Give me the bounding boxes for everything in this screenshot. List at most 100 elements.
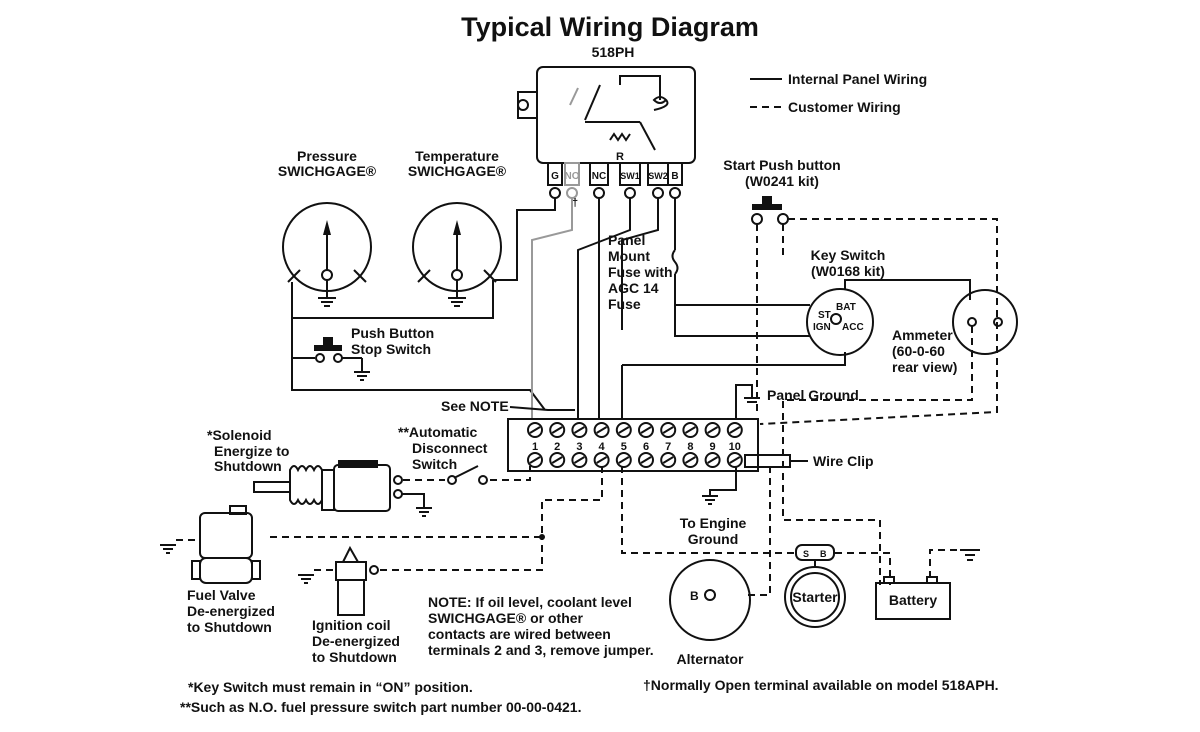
model-label: 518PH (592, 44, 635, 60)
pressure-gauge: Pressure SWICHGAGE® (278, 148, 377, 307)
svg-text:De-energized: De-energized (312, 633, 400, 649)
terminal-screw (682, 452, 699, 468)
fuse-to-key-wire (674, 274, 810, 306)
screw-slot (618, 456, 630, 464)
footnote-key-switch: *Key Switch must remain in “ON” position… (188, 679, 473, 695)
screw-slot (596, 456, 608, 464)
svg-text:Ground: Ground (688, 531, 739, 547)
terminal-screw (527, 452, 543, 468)
panel-ground: Panel Ground (735, 384, 859, 420)
screw-slot (729, 456, 741, 464)
svg-text:B: B (690, 589, 699, 603)
terminal-screw (638, 452, 654, 468)
svg-text:Key Switch: Key Switch (811, 247, 886, 263)
fuel-valve: Fuel Valve De-energized to Shutdown (160, 505, 275, 635)
svg-text:Fuse: Fuse (608, 296, 641, 312)
terminal-number: 6 (643, 441, 649, 453)
screw-slot (662, 426, 674, 434)
terminal-screw (704, 422, 721, 438)
terminal-screw (549, 422, 566, 438)
terminal-b: B (671, 171, 678, 182)
battery-ground-dash (929, 549, 965, 578)
svg-text:NOTE: If oil level, coolant le: NOTE: If oil level, coolant level (428, 594, 632, 610)
svg-text:to Shutdown: to Shutdown (312, 649, 397, 665)
resistor-label: R (616, 151, 624, 163)
solenoid: *Solenoid Energize to Shutdown (207, 427, 432, 517)
svg-text:Panel Ground: Panel Ground (767, 387, 859, 403)
note-block: NOTE: If oil level, coolant level SWICHG… (428, 594, 654, 658)
alternator-dash (748, 466, 771, 596)
temperature-gauge: Temperature SWICHGAGE® (408, 148, 507, 307)
key-ign-wire (622, 352, 846, 366)
svg-text:B: B (820, 549, 827, 559)
sw2-wire (621, 198, 659, 330)
svg-text:Shutdown: Shutdown (214, 458, 282, 474)
ignition-coil: Ignition coil De-energized to Shutdown (298, 545, 400, 665)
ammeter: Ammeter (60-0-60 rear view) (782, 289, 1018, 585)
terminal-sw1: SW1 (620, 171, 640, 181)
terminal-screw (549, 452, 566, 468)
svg-text:Stop Switch: Stop Switch (351, 341, 431, 357)
svg-text:De-energized: De-energized (187, 603, 275, 619)
svg-text:Mount: Mount (608, 248, 650, 264)
svg-text:contacts are wired between: contacts are wired between (428, 626, 611, 642)
svg-text:AGC 14: AGC 14 (608, 280, 659, 296)
svg-text:Fuse with: Fuse with (608, 264, 673, 280)
terminal-number: 8 (687, 441, 693, 453)
svg-text:IGN: IGN (813, 322, 831, 333)
engine-ground: To Engine Ground (680, 466, 747, 547)
gauge-common-wire (291, 280, 494, 319)
svg-text:*Solenoid: *Solenoid (207, 427, 272, 443)
legend-internal: Internal Panel Wiring (788, 71, 927, 87)
terminal-screw (571, 422, 588, 438)
svg-text:Ignition coil: Ignition coil (312, 617, 391, 633)
svg-text:(W0168 kit): (W0168 kit) (811, 263, 885, 279)
automatic-disconnect-switch: **Automatic Disconnect Switch (398, 424, 488, 485)
svg-text:ST: ST (818, 310, 831, 321)
svg-text:Battery: Battery (889, 592, 937, 608)
key-switch: Key Switch (W0168 kit) BAT ST IGN ACC (806, 247, 971, 356)
svg-text:Switch: Switch (412, 456, 457, 472)
svg-text:S: S (803, 549, 809, 559)
svg-text:to Shutdown: to Shutdown (187, 619, 272, 635)
screw-slot (551, 426, 563, 434)
terminal-screw (682, 422, 699, 438)
terminal-number: 10 (729, 441, 741, 453)
svg-text:Pressure: Pressure (297, 148, 357, 164)
terminal-screw (726, 422, 743, 438)
terminal-screw (660, 452, 677, 468)
terminal-number: 4 (599, 441, 606, 453)
svg-text:rear view): rear view) (892, 359, 957, 375)
screw-slot (551, 456, 563, 464)
screw-slot (640, 426, 652, 434)
terminal-screw (527, 422, 543, 438)
terminal-screw (571, 452, 588, 468)
svg-text:SWICHGAGE® or other: SWICHGAGE® or other (428, 610, 584, 626)
diagram-title: Typical Wiring Diagram (461, 12, 759, 42)
svg-text:BAT: BAT (836, 302, 856, 313)
terminal-g: G (551, 171, 559, 182)
terminal4-dash (541, 466, 603, 537)
svg-text:Alternator: Alternator (677, 651, 744, 667)
screw-slot (662, 456, 674, 464)
terminal1-wire (291, 358, 546, 411)
terminal-screw (615, 452, 632, 468)
terminal-no: NO (565, 171, 580, 182)
terminal-number: 1 (532, 441, 538, 453)
svg-text:To Engine: To Engine (680, 515, 747, 531)
svg-text:(W0241 kit): (W0241 kit) (745, 173, 819, 189)
screw-slot (707, 456, 719, 464)
terminal5-dash (621, 466, 795, 554)
terminal-screw (638, 422, 654, 438)
terminal-number: 5 (621, 441, 627, 453)
screw-slot (529, 456, 541, 464)
svg-text:Starter: Starter (792, 589, 838, 605)
svg-text:SWICHGAGE®: SWICHGAGE® (408, 163, 507, 179)
fuse-lower-wire (674, 305, 810, 337)
dagger-mark: † (572, 197, 578, 209)
start-push-button: Start Push button (W0241 kit) (723, 157, 998, 425)
screw-slot (729, 426, 741, 434)
svg-text:SWICHGAGE®: SWICHGAGE® (278, 163, 377, 179)
